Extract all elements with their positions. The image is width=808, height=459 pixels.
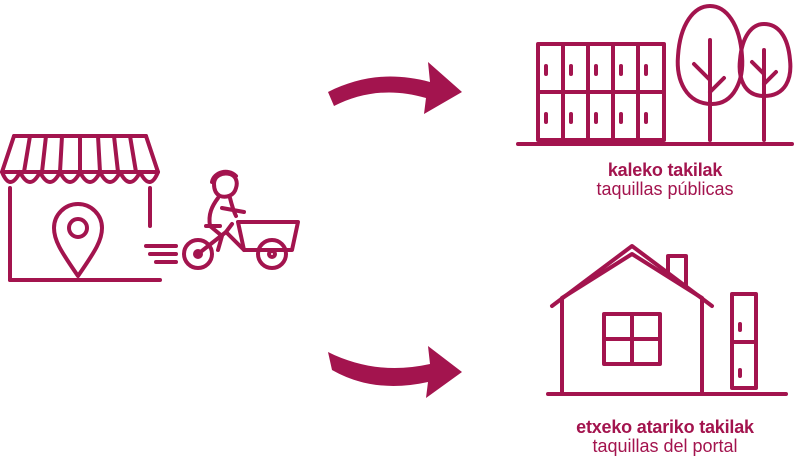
arrow-to-public-lockers bbox=[328, 62, 462, 114]
portal-lockers-title: etxeko atariko takilak bbox=[576, 417, 754, 437]
house-icon bbox=[550, 244, 714, 394]
public-lockers-label: kaleko takilak taquillas públicas bbox=[560, 161, 770, 198]
portal-lockers-label: etxeko atariko takilak taquillas del por… bbox=[530, 418, 800, 455]
cargo-bike-courier-icon bbox=[144, 169, 300, 270]
public-lockers-subtitle: taquillas públicas bbox=[596, 179, 734, 199]
trees-icon bbox=[516, 4, 794, 146]
public-lockers-icon bbox=[536, 42, 666, 142]
public-lockers-title: kaleko takilak bbox=[607, 160, 723, 180]
map-pin-icon bbox=[52, 202, 104, 278]
portal-locker-icon bbox=[730, 292, 758, 390]
portal-lockers-subtitle: taquillas del portal bbox=[592, 436, 738, 456]
shop-awning-icon bbox=[0, 134, 162, 282]
arrow-to-portal-lockers bbox=[328, 346, 462, 398]
